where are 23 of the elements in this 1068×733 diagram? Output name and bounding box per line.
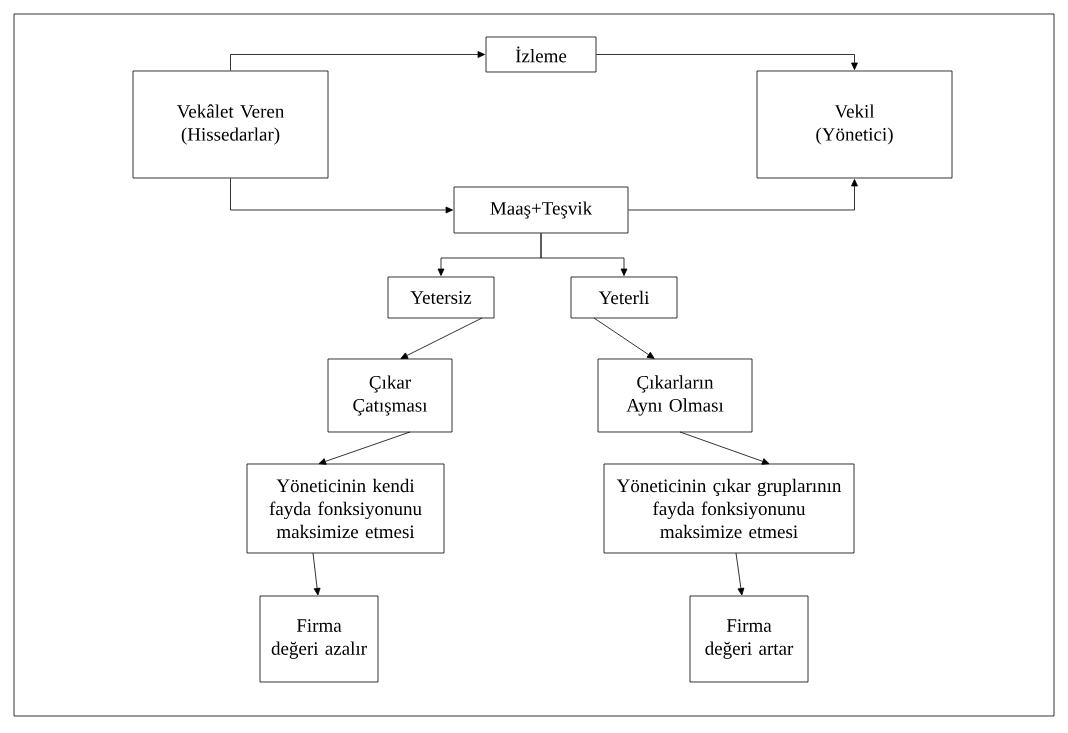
process-box: Firma değeri artar	[689, 595, 809, 683]
arrow	[596, 54, 858, 70]
process-box: Yöneticinin kendi fayda fonksiyonunu maksimize etmesi	[246, 463, 445, 554]
process-box: Vekâlet Veren (Hissedarlar)	[132, 70, 329, 179]
arrow	[593, 317, 655, 359]
arrow	[735, 552, 745, 596]
arrow	[400, 317, 483, 359]
process-box: Çıkarların Aynı Olması	[597, 358, 753, 433]
arrow	[230, 51, 485, 71]
process-box: Vekil (Yönetici)	[756, 70, 953, 179]
arrow	[628, 179, 858, 211]
process-box: Yeterli	[570, 276, 678, 319]
arrow	[312, 552, 321, 596]
arrow	[318, 431, 411, 465]
arrow	[540, 233, 628, 276]
process-box: Yetersiz	[387, 276, 495, 319]
process-box: Yöneticinin çıkar gruplarının fayda fonksiyonunu maksimize etmesi	[603, 463, 855, 554]
process-box: İzleme	[485, 36, 597, 73]
arrow	[230, 178, 453, 214]
process-box: Maaş+Teşvik	[453, 186, 629, 234]
process-box: Çıkar Çatışması	[327, 358, 453, 433]
arrow	[679, 431, 770, 465]
process-box: Firma değeri azalır	[259, 595, 379, 683]
